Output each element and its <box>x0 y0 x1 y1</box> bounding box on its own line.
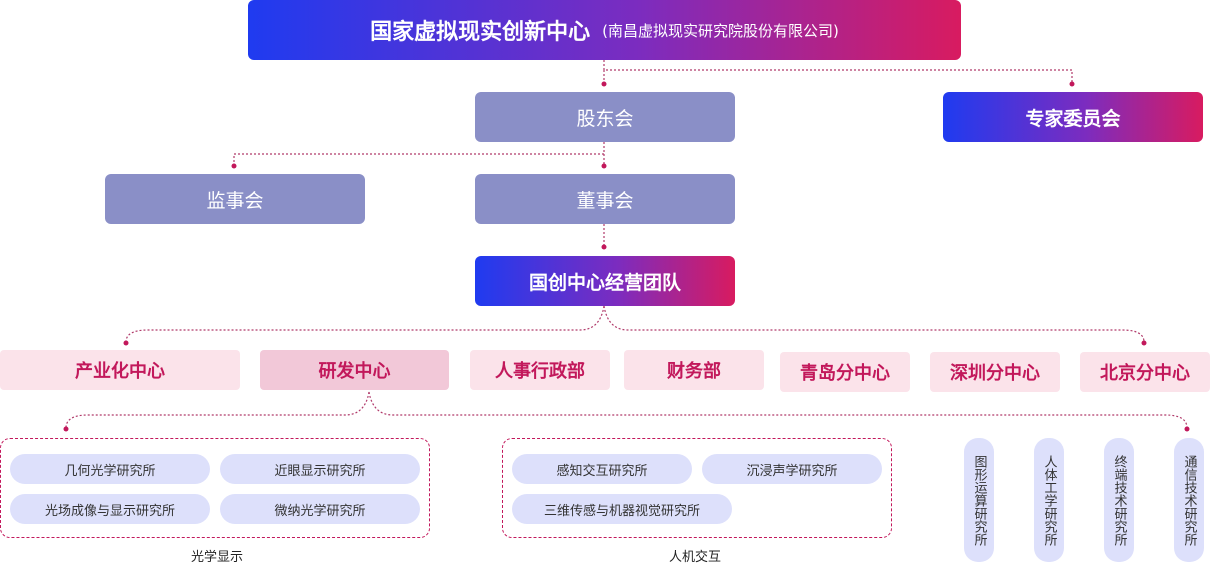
optics-group <box>0 438 430 538</box>
hci-group <box>502 438 892 538</box>
dept-finance: 财务部 <box>624 350 764 390</box>
dept-beijing: 北京分中心 <box>1080 352 1210 392</box>
institute-micro-nano-optics: 微纳光学研究所 <box>220 494 420 524</box>
org-subtitle: (南昌虚拟现实研究院股份有限公司) <box>602 21 839 40</box>
institute-near-eye-display: 近眼显示研究所 <box>220 454 420 484</box>
institute-terminal-technology: 终端技术研究所 <box>1104 438 1134 562</box>
dept-industrialization: 产业化中心 <box>0 350 240 390</box>
org-title: 国家虚拟现实创新中心 <box>370 20 591 45</box>
institute-3d-sensing-vision: 三维传感与机器视觉研究所 <box>512 494 732 524</box>
hci-group-label: 人机交互 <box>669 550 722 565</box>
institute-perception-interaction: 感知交互研究所 <box>512 454 692 484</box>
dept-rnd: 研发中心 <box>260 350 449 390</box>
management-team-box: 国创中心经营团队 <box>475 256 735 306</box>
institute-communication-technology: 通信技术研究所 <box>1174 438 1204 562</box>
institute-immersive-acoustics: 沉浸声学研究所 <box>702 454 882 484</box>
dept-qingdao: 青岛分中心 <box>780 352 910 392</box>
supervisors-box: 监事会 <box>105 174 365 224</box>
header-banner: 国家虚拟现实创新中心 (南昌虚拟现实研究院股份有限公司) <box>248 0 961 60</box>
dept-hr-admin: 人事行政部 <box>470 350 610 390</box>
institute-geometric-optics: 几何光学研究所 <box>10 454 210 484</box>
optics-group-label: 光学显示 <box>191 550 244 565</box>
institute-ergonomics: 人体工学研究所 <box>1034 438 1064 562</box>
expert-committee-box: 专家委员会 <box>943 92 1203 142</box>
board-box: 董事会 <box>475 174 735 224</box>
institute-graphics-computing: 图形运算研究所 <box>964 438 994 562</box>
shareholders-box: 股东会 <box>475 92 735 142</box>
dept-shenzhen: 深圳分中心 <box>930 352 1060 392</box>
institute-light-field: 光场成像与显示研究所 <box>10 494 210 524</box>
